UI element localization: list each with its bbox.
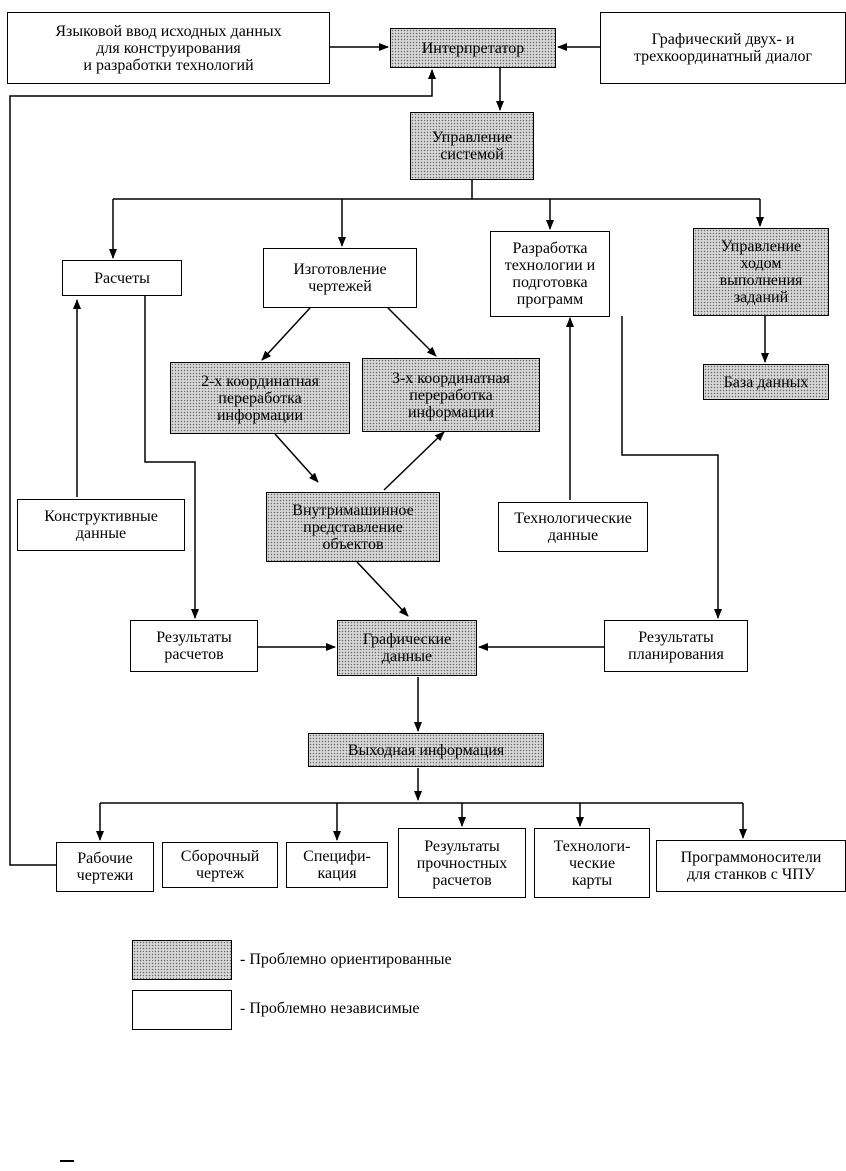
calculations-box: Расчеты — [62, 260, 182, 296]
working-drawings-label: Рабочие чертежи — [76, 850, 134, 884]
graphic-dialog-box: Графический двух- и трехкоординатный диа… — [600, 12, 846, 84]
legend-label-independent: - Проблемно независимые — [240, 1000, 420, 1017]
nc-programs-box: Программоносители для станков с ЧПУ — [656, 840, 846, 892]
cropped-text-fragment — [60, 1160, 74, 1162]
output-info-label: Выходная информация — [347, 741, 505, 759]
calculations-label: Расчеты — [94, 269, 150, 287]
assembly-drawing-box: Сборочный чертеж — [162, 842, 278, 888]
calc-results-box: Результаты расчетов — [130, 620, 258, 672]
legend-swatch-independent — [132, 990, 232, 1030]
planning-results-label: Результаты планирования — [628, 629, 724, 663]
calc-results-label: Результаты расчетов — [156, 629, 232, 663]
job-control-label: Управление ходом выполнения заданий — [719, 238, 803, 306]
database-label: База данных — [723, 373, 809, 391]
legend-label-oriented: - Проблемно ориентированные — [240, 951, 452, 968]
tech-data-label: Технологические данные — [514, 510, 632, 544]
specification-box: Специфи- кация — [286, 842, 388, 888]
specification-label: Специфи- кация — [303, 848, 371, 882]
output-info-box: Выходная информация — [308, 733, 544, 767]
interpreter-label: Интерпретатор — [421, 39, 525, 57]
nc-programs-label: Программоносители для станков с ЧПУ — [680, 849, 822, 883]
tech-data-box: Технологические данные — [498, 502, 648, 552]
graphic-data-box: Графические данные — [337, 620, 477, 676]
graphic-dialog-label: Графический двух- и трехкоординатный диа… — [633, 31, 813, 65]
strength-results-box: Результаты прочностных расчетов — [398, 828, 526, 898]
internal-representation-box: Внутримашинное представление объектов — [266, 492, 440, 562]
strength-results-label: Результаты прочностных расчетов — [416, 837, 508, 889]
tech-cards-box: Технологи- ческие карты — [534, 828, 650, 898]
processing-3d-box: 3-х координатная переработка информации — [362, 358, 540, 432]
tech-development-box: Разработка технологии и подготовка прогр… — [490, 231, 610, 317]
graphic-data-label: Графические данные — [362, 631, 452, 665]
processing-2d-box: 2-х координатная переработка информации — [170, 362, 350, 434]
internal-representation-label: Внутримашинное представление объектов — [292, 501, 414, 553]
job-control-box: Управление ходом выполнения заданий — [693, 228, 829, 316]
interpreter-box: Интерпретатор — [390, 28, 556, 68]
legend-swatch-oriented — [132, 940, 232, 980]
tech-cards-label: Технологи- ческие карты — [553, 837, 631, 889]
design-data-label: Конструктивные данные — [44, 508, 158, 542]
system-control-box: Управление системой — [410, 112, 534, 180]
processing-3d-label: 3-х координатная переработка информации — [391, 369, 511, 421]
planning-results-box: Результаты планирования — [604, 620, 748, 672]
drawings-box: Изготовление чертежей — [263, 248, 417, 308]
language-input-label: Языковой ввод исходных данных для констр… — [55, 22, 282, 74]
tech-development-label: Разработка технологии и подготовка прогр… — [504, 240, 596, 308]
language-input-box: Языковой ввод исходных данных для констр… — [7, 12, 330, 84]
working-drawings-box: Рабочие чертежи — [56, 842, 154, 892]
design-data-box: Конструктивные данные — [17, 499, 185, 551]
database-box: База данных — [703, 364, 829, 400]
system-control-label: Управление системой — [431, 129, 513, 163]
processing-2d-label: 2-х координатная переработка информации — [200, 372, 320, 424]
assembly-drawing-label: Сборочный чертеж — [180, 848, 260, 882]
drawings-label: Изготовление чертежей — [293, 261, 387, 295]
